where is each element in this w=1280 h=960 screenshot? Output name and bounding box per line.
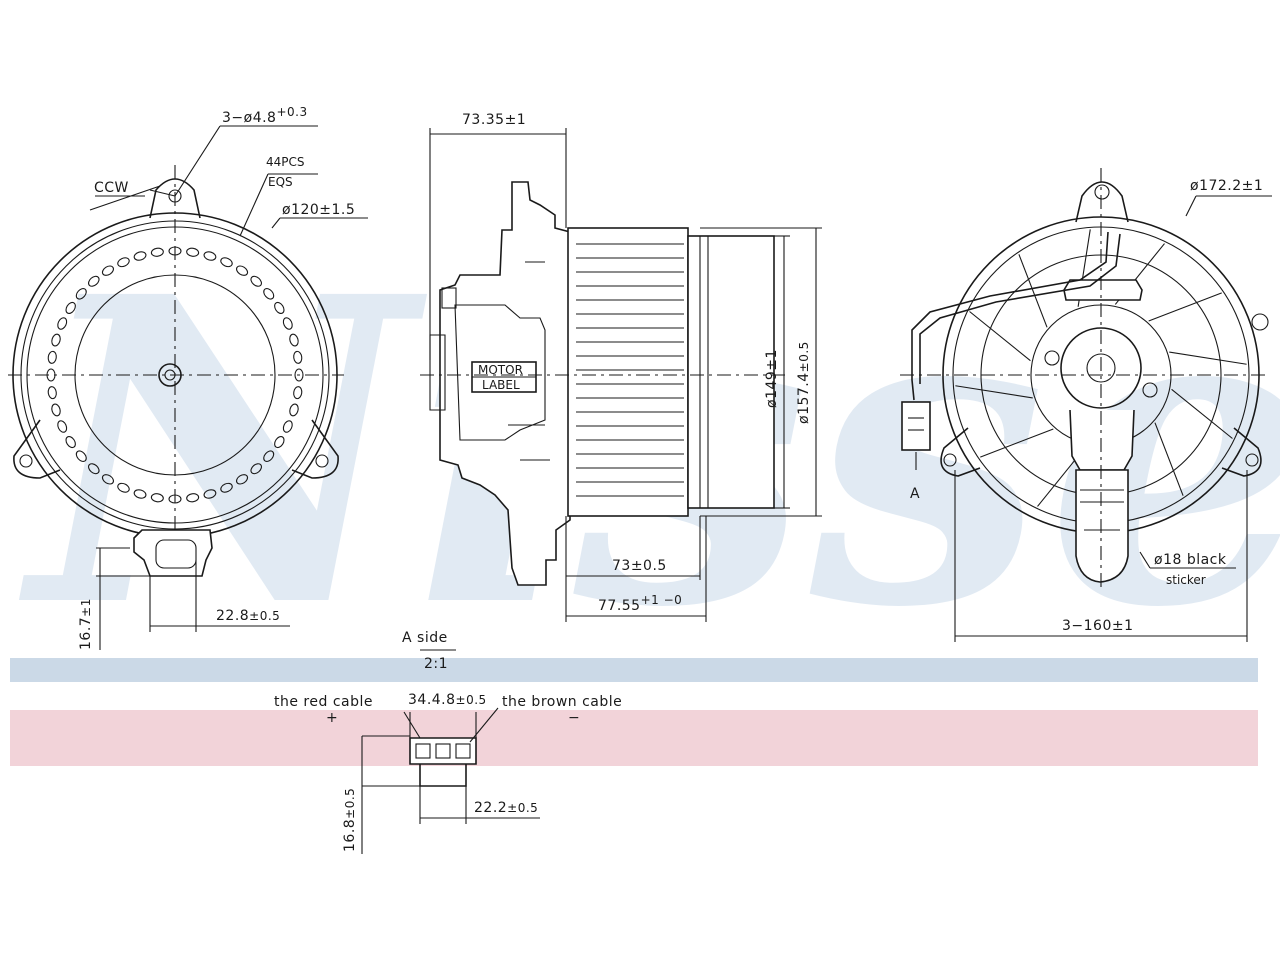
connector-width-a-label: 22.2±0.5 <box>474 800 538 816</box>
fan-blade <box>57 420 68 433</box>
fan-blade <box>75 288 87 300</box>
overall-length-label: 73.35±1 <box>462 112 526 128</box>
fan-blade <box>150 493 164 503</box>
fan-blade <box>263 450 275 462</box>
front-view <box>8 125 368 650</box>
rear-spoke <box>980 428 1054 458</box>
fan-blade <box>274 301 285 315</box>
terminal-pitch-label: 34.4.8±0.5 <box>408 692 487 708</box>
fan-blade <box>47 350 57 364</box>
blade-spacing-label: EQS <box>268 175 293 189</box>
pink-band <box>10 710 1258 766</box>
fan-blade <box>117 257 130 268</box>
fan-blade <box>203 251 217 261</box>
brown-cable-label: the brown cable <box>502 694 622 710</box>
fan-blade <box>294 368 304 382</box>
detail-a-view <box>361 649 540 854</box>
fan-blade <box>203 489 217 499</box>
fan-blade <box>282 317 293 330</box>
rear-spoke <box>969 311 1031 362</box>
total-length-label: 77.55+1 −0 <box>598 593 682 614</box>
fan-blade <box>101 474 115 485</box>
fan-blade <box>293 350 303 364</box>
fan-blade <box>220 257 233 268</box>
connector-height-label: 16.7±1 <box>78 598 94 650</box>
blue-band <box>10 658 1258 682</box>
fan-blade <box>133 251 147 261</box>
rear-spoke <box>1148 292 1222 322</box>
fan-blade <box>133 489 147 499</box>
fan-blade <box>117 482 130 493</box>
wheel-diameter-label: ø149±1 <box>764 349 780 408</box>
fan-blade <box>88 463 100 475</box>
rear-spoke <box>1171 388 1233 439</box>
detail-a-title: A side <box>402 630 448 646</box>
sticker-label-line2: sticker <box>1166 573 1206 587</box>
label-plate-line2: LABEL <box>482 378 520 392</box>
label-plate-line1: MOTOR <box>478 363 523 377</box>
connector-height-a-label: 16.8±0.5 <box>342 788 358 852</box>
fan-blade <box>220 482 233 493</box>
rear-spoke <box>1169 351 1247 365</box>
rear-spoke <box>955 385 1033 399</box>
fan-blade <box>250 275 262 287</box>
plus-terminal-label: + <box>326 710 338 726</box>
wheel-blades <box>576 243 684 497</box>
fan-blade <box>289 333 299 347</box>
flange-diameter-label: ø172.2±1 <box>1190 178 1263 194</box>
detail-a-scale: 2:1 <box>424 656 448 672</box>
fan-blade <box>65 301 76 315</box>
fan-blade <box>235 474 249 485</box>
blades-count-label: 44PCS <box>266 155 305 169</box>
fan-blade <box>289 403 299 417</box>
connector-width-label: 22.8±0.5 <box>216 608 280 624</box>
hole-spacing-label: 3−160±1 <box>1062 618 1134 634</box>
fan-blades <box>46 246 304 504</box>
fan-blade <box>293 386 303 400</box>
rear-spoke <box>1018 254 1048 328</box>
fan-blade <box>250 463 262 475</box>
sticker-label-line1: ø18 black <box>1154 552 1227 568</box>
rear-view <box>900 168 1272 642</box>
fan-blade <box>51 403 61 417</box>
wheel-inner-diameter-label: ø120±1.5 <box>282 202 355 218</box>
fan-blade <box>101 265 115 276</box>
holes-label: 3−ø4.8+0.3 <box>222 105 308 126</box>
rotation-label: CCW <box>94 180 129 196</box>
housing-diameter-label: ø157.4±0.5 <box>796 341 812 424</box>
wheel-length-label: 73±0.5 <box>612 558 667 574</box>
rear-spoke <box>1154 422 1184 496</box>
fan-blade <box>282 420 293 433</box>
fan-blade <box>65 435 76 449</box>
fan-blade <box>235 265 249 276</box>
fan-blade <box>186 247 200 257</box>
red-cable-label: the red cable <box>274 694 373 710</box>
minus-terminal-label: − <box>568 710 580 726</box>
fan-blade <box>51 333 61 347</box>
fan-blade <box>88 275 100 287</box>
fan-blade <box>47 386 57 400</box>
side-view <box>420 128 822 622</box>
fan-blade <box>274 435 285 449</box>
fan-blade <box>75 450 87 462</box>
view-arrow-label: A <box>910 486 920 502</box>
fan-blade <box>263 288 275 300</box>
fan-blade <box>186 493 200 503</box>
fan-blade <box>57 317 68 330</box>
fan-blade <box>150 247 164 257</box>
